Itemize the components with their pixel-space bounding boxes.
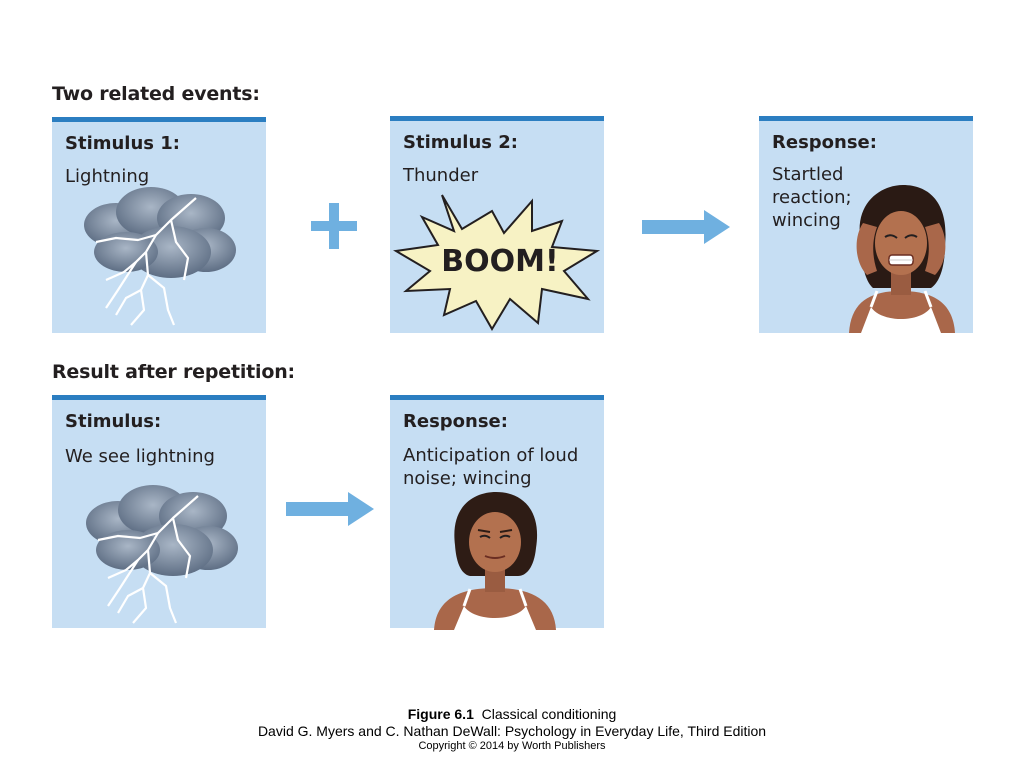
panel-stimulus-2: Stimulus 2: Thunder BOOM! [390, 116, 604, 333]
panel-description: Lightning [65, 166, 150, 187]
panel-response-1: Response: Startled reaction; wincing [759, 116, 973, 333]
panel-description-line-1: Anticipation of loud [403, 445, 579, 466]
figure-source: David G. Myers and C. Nathan DeWall: Psy… [257, 723, 767, 739]
panel-description: Thunder [403, 165, 479, 186]
panel-title: Response: [772, 132, 877, 153]
section-title-result-after-repetition: Result after repetition: [52, 361, 295, 383]
panel-description: We see lightning [65, 446, 215, 467]
figure-caption: Figure 6.1 Classical conditioning [0, 706, 1024, 722]
plus-icon [311, 203, 357, 249]
panel-title: Response: [403, 411, 508, 432]
boom-burst-icon: BOOM! [393, 194, 601, 331]
section-title-two-related-events: Two related events: [52, 83, 260, 105]
panel-description-line-2: noise; wincing [403, 468, 532, 489]
wincing-woman-illustration [849, 185, 955, 333]
figure-copyright: Copyright © 2014 by Worth Publishers [418, 740, 606, 752]
panel-response-2: Response: Anticipation of loud noise; wi… [390, 395, 604, 630]
storm-cloud-lightning-icon [86, 485, 238, 624]
panel-title: Stimulus 2: [403, 132, 518, 153]
right-arrow-icon [286, 492, 374, 526]
right-arrow-icon [642, 210, 730, 244]
figure-title: Classical conditioning [481, 706, 617, 722]
anticipating-woman-illustration [434, 492, 556, 630]
figure-label: Figure 6.1 [407, 706, 474, 722]
panel-title: Stimulus: [65, 411, 162, 432]
panel-stimulus: Stimulus: We see lightning [52, 395, 266, 628]
storm-cloud-lightning-icon [84, 187, 236, 326]
boom-text: BOOM! [441, 244, 558, 279]
panel-title: Stimulus 1: [65, 133, 180, 154]
panel-description-line-3: wincing [772, 210, 841, 231]
panel-description-line-1: Startled [772, 164, 844, 185]
panel-description-line-2: reaction; [772, 187, 852, 208]
panel-stimulus-1: Stimulus 1: Lightning [52, 117, 266, 333]
